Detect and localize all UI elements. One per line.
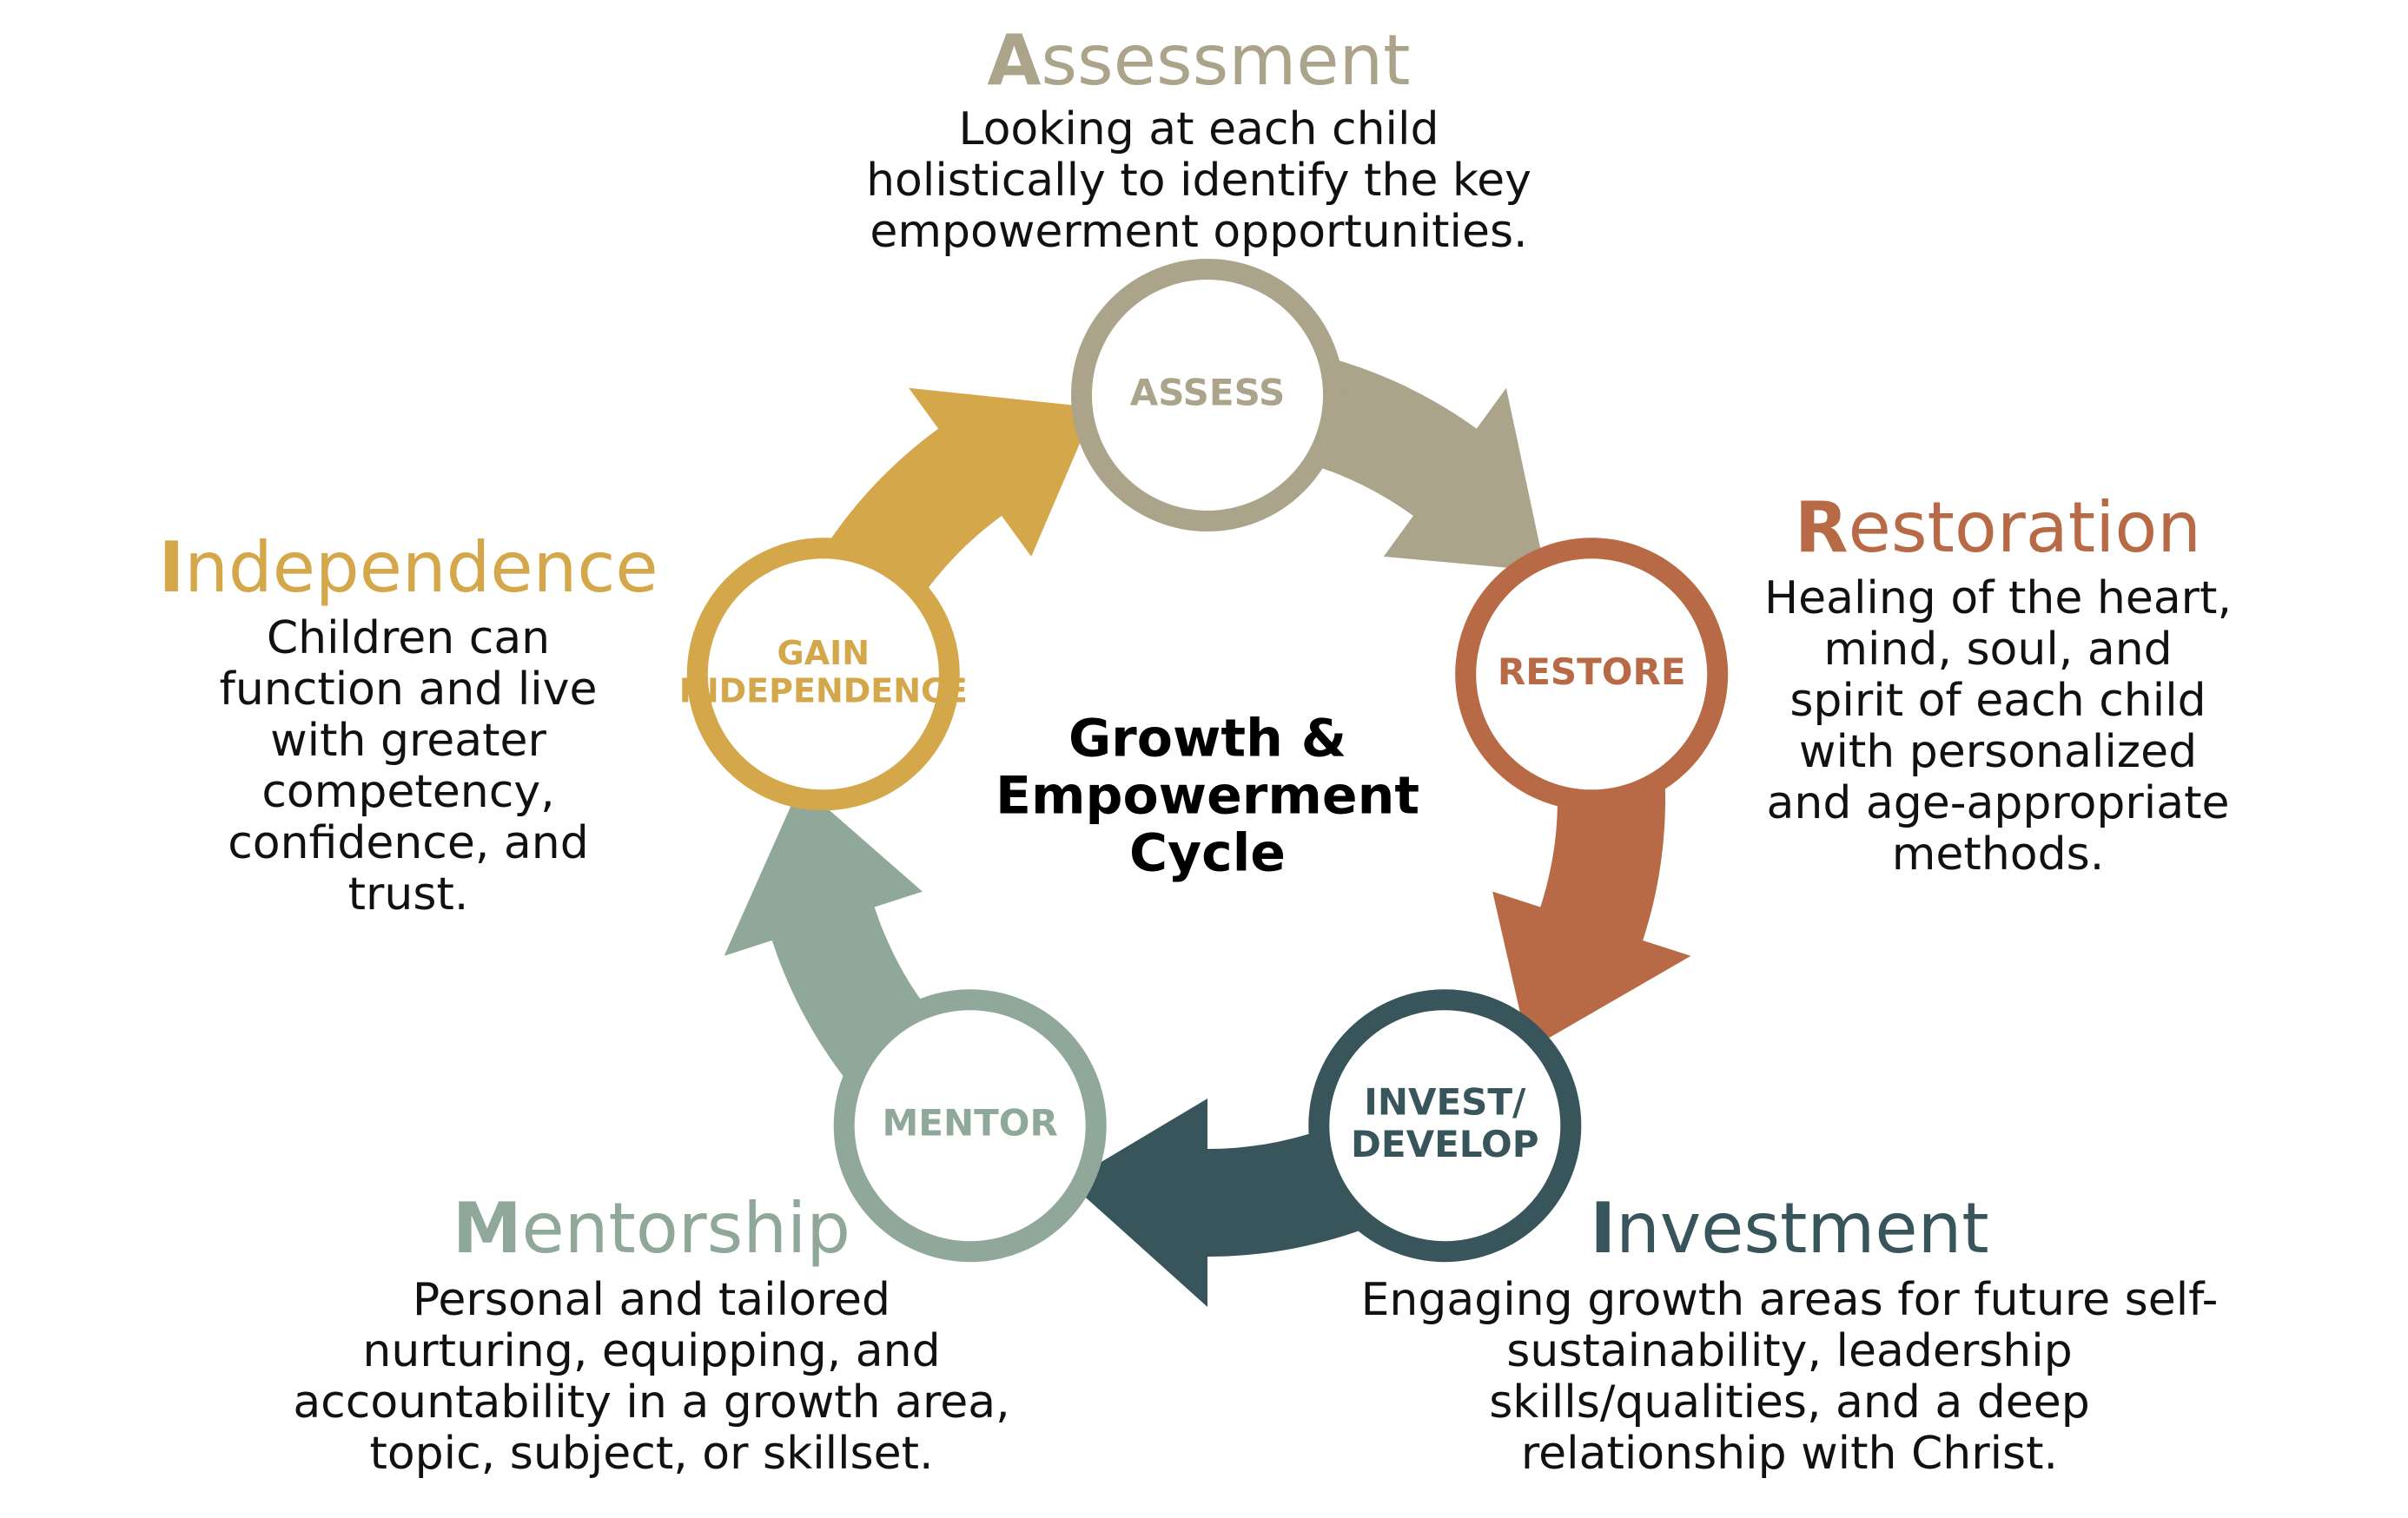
stage-circle-mentor: MENTOR bbox=[833, 989, 1107, 1263]
stage-circle-label-gain: INDEPENDENCE bbox=[679, 672, 968, 710]
investment-heading-initial: I bbox=[1590, 1188, 1617, 1269]
center-title-line: Growth & bbox=[1068, 709, 1346, 769]
center-title-line: Cycle bbox=[1129, 823, 1286, 884]
stage-circle-assess: ASSESS bbox=[1071, 259, 1344, 531]
assessment-heading-rest: ssessment bbox=[1041, 20, 1411, 101]
stage-ring-mentor bbox=[833, 989, 1107, 1263]
independence-description: Children can function and live with grea… bbox=[219, 612, 598, 921]
restoration-heading: Restoration bbox=[1763, 493, 2233, 563]
investment-heading: Investment bbox=[1546, 1194, 2033, 1264]
investment-heading-rest: nvestment bbox=[1616, 1188, 1989, 1269]
stage-circle-label-restore: RESTORE bbox=[1498, 650, 1686, 693]
stage-circle-invest: INVEST/DEVELOP bbox=[1308, 989, 1582, 1263]
investment-description: Engaging growth areas for future self- s… bbox=[1360, 1274, 2219, 1480]
assessment-description: Looking at each child holistically to id… bbox=[866, 103, 1531, 258]
stage-circle-restore: RESTORE bbox=[1455, 538, 1729, 811]
center-title-line: Empowerment bbox=[996, 766, 1419, 827]
stage-ring-assess bbox=[1071, 259, 1344, 531]
stage-ring-restore bbox=[1455, 538, 1729, 811]
stage-circle-label-invest: DEVELOP bbox=[1351, 1123, 1539, 1165]
assessment-heading: Assessment bbox=[982, 26, 1416, 96]
stage-ring-invest bbox=[1308, 989, 1582, 1263]
mentorship-heading-rest: entorship bbox=[521, 1188, 851, 1269]
arrow-restore-to-next bbox=[1492, 719, 1691, 1050]
independence-heading-initial: I bbox=[158, 527, 185, 608]
independence-heading-rest: ndependence bbox=[184, 527, 658, 608]
restoration-description: Healing of the heart, mind, soul, and sp… bbox=[1764, 572, 2232, 881]
stage-circle-label-assess: ASSESS bbox=[1130, 372, 1285, 414]
restoration-heading-initial: R bbox=[1795, 487, 1849, 568]
mentorship-heading: Mentorship bbox=[417, 1194, 886, 1264]
mentorship-heading-initial: M bbox=[452, 1188, 522, 1269]
stage-circle-label-invest: INVEST/ bbox=[1364, 1081, 1526, 1124]
restoration-heading-rest: estoration bbox=[1848, 487, 2201, 568]
stage-circle-label-gain: GAIN bbox=[777, 634, 870, 672]
stage-ring-gain bbox=[686, 538, 960, 811]
independence-heading: Independence bbox=[148, 533, 669, 603]
mentorship-description: Personal and tailored nurturing, equippi… bbox=[293, 1274, 1010, 1480]
assessment-heading-initial: A bbox=[987, 20, 1042, 101]
stage-circle-label-mentor: MENTOR bbox=[883, 1102, 1058, 1145]
